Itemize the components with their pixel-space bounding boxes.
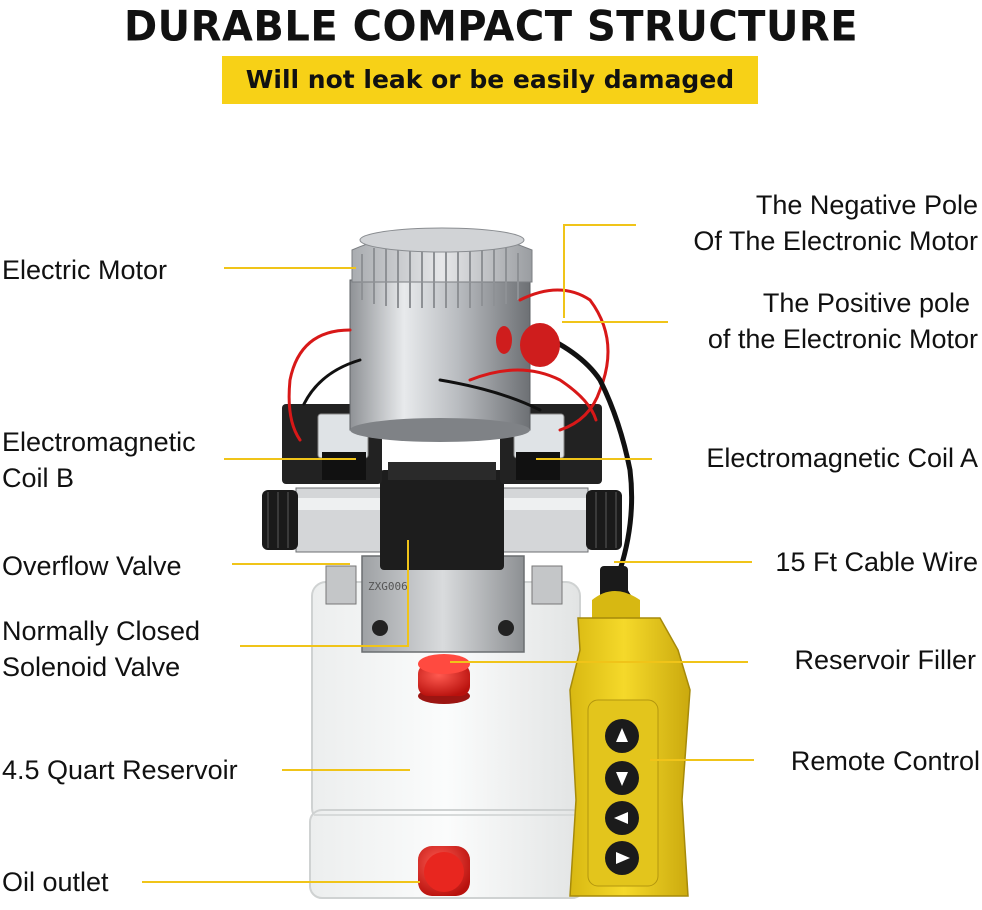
- label-reservoir-filler: Reservoir Filler: [794, 645, 976, 675]
- leader-negative-pole: [563, 224, 636, 318]
- label-remote-control: Remote Control: [790, 746, 980, 776]
- subtitle-banner: Will not leak or be easily damaged: [222, 56, 758, 104]
- valve-marking: ZXG006: [368, 580, 408, 593]
- remote-control-pendant: [569, 566, 691, 897]
- page-title: DURABLE COMPACT STRUCTURE: [123, 2, 859, 52]
- label-coil-b-line2: Coil B: [2, 463, 75, 493]
- oil-outlet-cap: [418, 846, 470, 896]
- leader-solenoid-valve: [240, 540, 409, 647]
- label-overflow-valve: Overflow Valve: [2, 551, 182, 581]
- label-cable-wire: 15 Ft Cable Wire: [775, 547, 978, 577]
- label-solenoid-valve-line2: Solenoid Valve: [2, 652, 181, 682]
- label-electric-motor: Electric Motor: [2, 255, 168, 285]
- label-positive-pole-line1: The Positive pole: [762, 288, 970, 318]
- label-oil-outlet: Oil outlet: [2, 867, 109, 897]
- label-coil-a: Electromagnetic Coil A: [706, 443, 978, 473]
- valve-block: ZXG006: [325, 555, 563, 653]
- reservoir-filler-cap: [418, 654, 470, 704]
- label-negative-pole-line1: The Negative Pole: [755, 190, 978, 220]
- leader-lines: [142, 224, 754, 883]
- positive-terminal-boot: [520, 323, 560, 367]
- label-coil-b-line1: Electromagnetic: [2, 427, 196, 457]
- label-positive-pole-line2: of the Electronic Motor: [707, 324, 978, 354]
- solenoid-valve-body: [262, 462, 622, 570]
- electric-motor: [349, 227, 533, 442]
- label-reservoir: 4.5 Quart Reservoir: [2, 755, 238, 785]
- label-negative-pole-line2: Of The Electronic Motor: [693, 226, 978, 256]
- label-solenoid-valve-line1: Normally Closed: [2, 616, 201, 646]
